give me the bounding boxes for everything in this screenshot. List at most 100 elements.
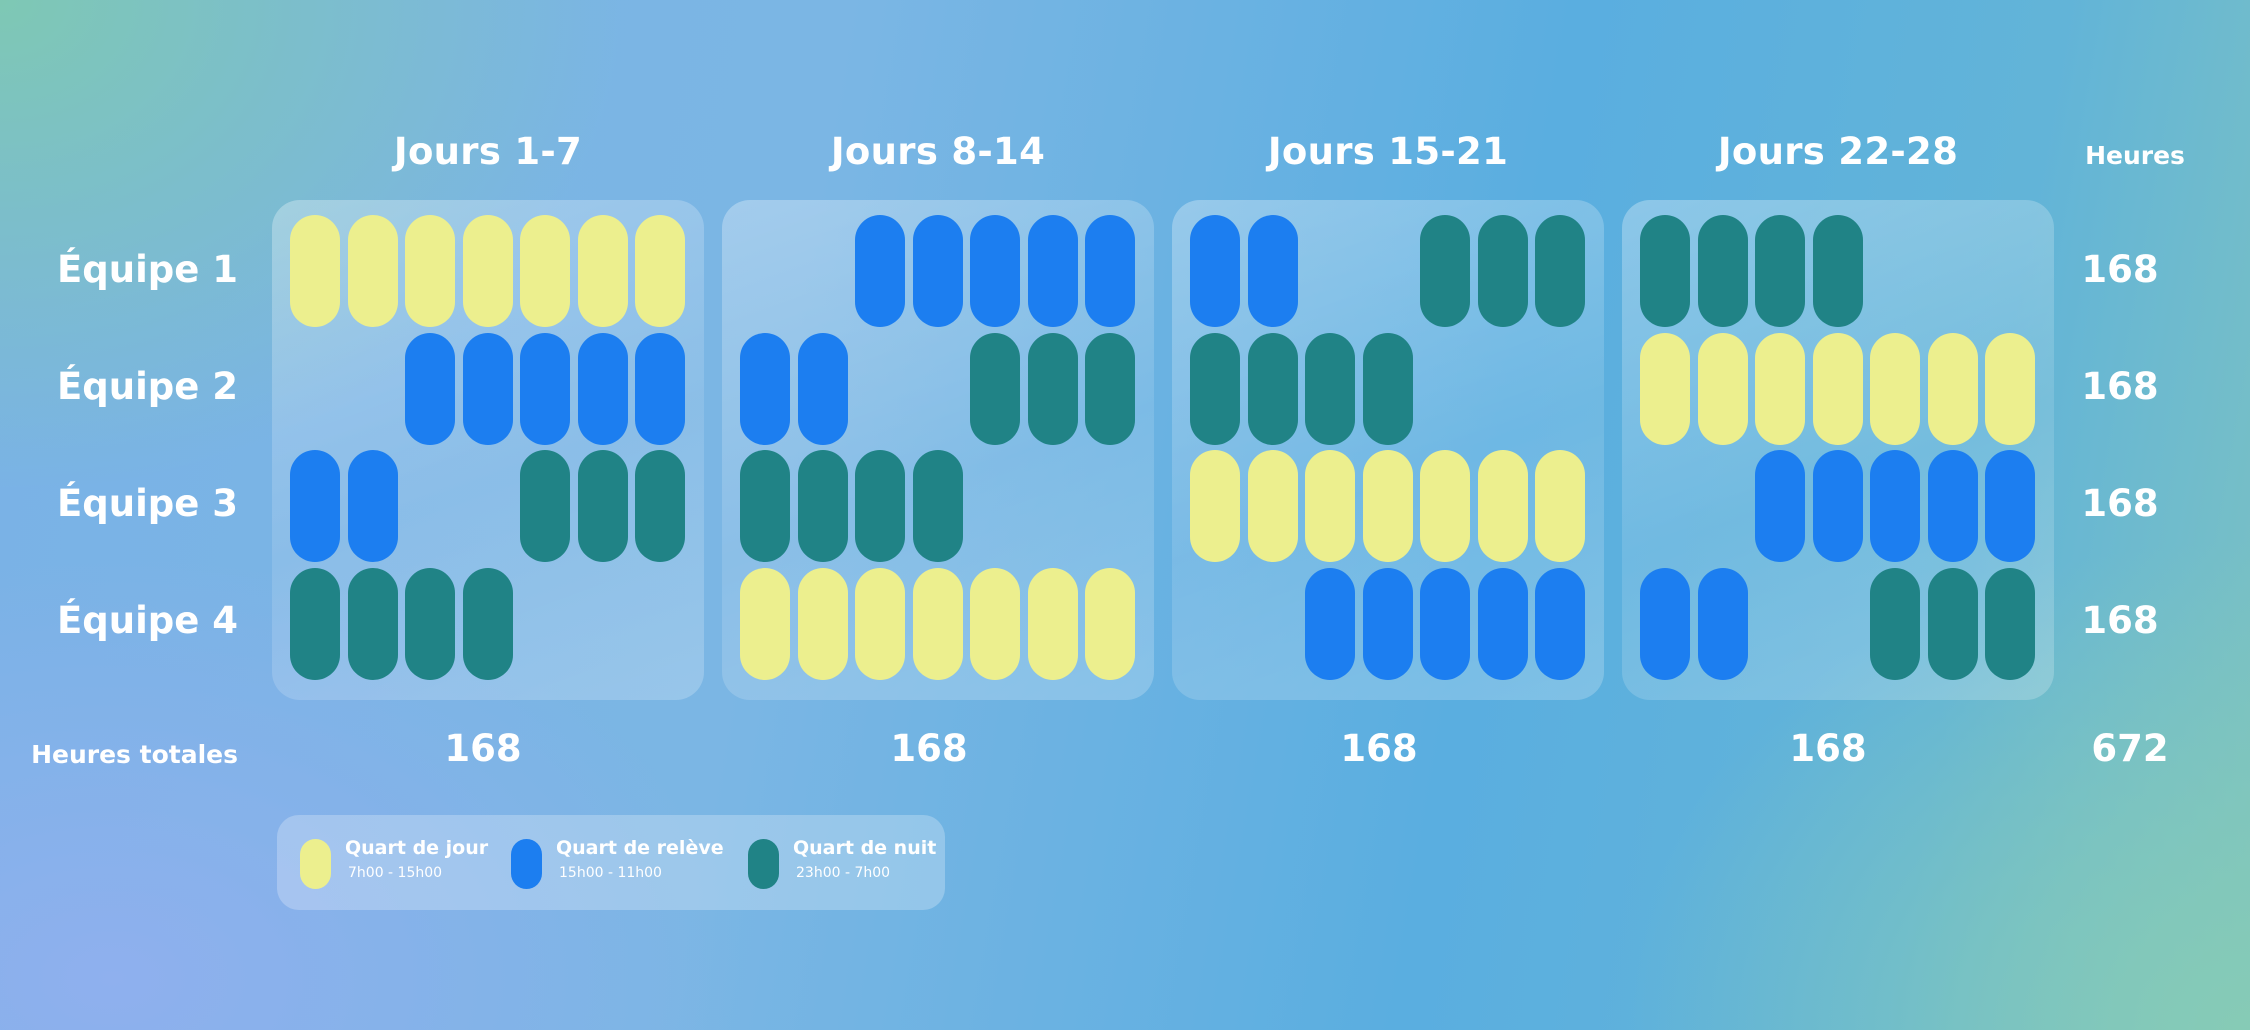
legend-name-day: Quart de jour	[345, 837, 489, 859]
shift-night-p3-t1-d7	[1535, 215, 1585, 327]
legend-swatch-day	[300, 839, 331, 889]
period-header-1: Jours 1-7	[393, 130, 583, 173]
shift-relief-p1-t2-d3	[405, 332, 455, 445]
shift-night-p2-t2-d6	[1027, 332, 1078, 445]
period-total-2: 168	[890, 727, 968, 770]
legend-time-relief: 15h00 - 11h00	[559, 865, 662, 881]
shift-relief-p1-t2-d5	[520, 332, 570, 445]
shift-relief-p4-t4-d1	[1640, 567, 1690, 680]
schedule-panel-1	[272, 200, 704, 700]
schedule-panel-3	[1172, 200, 1604, 700]
shift-day-p3-t3-d1	[1190, 450, 1240, 562]
shift-night-p3-t1-d5	[1420, 215, 1470, 327]
shift-relief-p4-t3-d6	[1927, 450, 1978, 562]
shift-night-p4-t4-d7	[1985, 567, 2035, 680]
period-total-4: 168	[1789, 727, 1867, 770]
shift-day-p1-t1-d3	[405, 215, 455, 327]
shift-night-p2-t2-d5	[970, 332, 1020, 445]
shift-night-p1-t3-d7	[635, 450, 685, 562]
shift-night-p4-t1-d3	[1755, 215, 1805, 327]
shift-night-p3-t2-d2	[1247, 332, 1298, 445]
legend-name-relief: Quart de relève	[556, 837, 724, 859]
shift-night-p1-t4-d2	[347, 567, 398, 680]
shift-day-p3-t3-d2	[1247, 450, 1298, 562]
team-label-3: Équipe 3	[57, 482, 238, 525]
shift-day-p2-t4-d5	[970, 567, 1020, 680]
shift-day-p1-t1-d6	[577, 215, 628, 327]
shift-night-p4-t1-d1	[1640, 215, 1690, 327]
shift-day-p4-t2-d1	[1640, 332, 1690, 445]
shift-relief-p4-t4-d2	[1697, 567, 1748, 680]
shift-relief-p1-t2-d7	[635, 332, 685, 445]
shift-relief-p2-t1-d3	[855, 215, 905, 327]
period-total-1: 168	[444, 727, 522, 770]
shift-night-p2-t3-d1	[740, 450, 790, 562]
legend-swatch-night	[748, 839, 779, 889]
shift-night-p3-t2-d4	[1362, 332, 1413, 445]
shift-day-p1-t1-d1	[290, 215, 340, 327]
shift-night-p1-t3-d5	[520, 450, 570, 562]
shift-night-p1-t3-d6	[577, 450, 628, 562]
team-label-2: Équipe 2	[57, 365, 238, 408]
shift-day-p2-t4-d7	[1085, 567, 1135, 680]
shift-day-p3-t3-d7	[1535, 450, 1585, 562]
shift-relief-p3-t4-d3	[1305, 567, 1355, 680]
shift-day-p1-t1-d4	[462, 215, 513, 327]
team-label-4: Équipe 4	[57, 599, 238, 642]
shift-relief-p2-t2-d2	[797, 332, 848, 445]
shift-day-p4-t2-d7	[1985, 332, 2035, 445]
shift-day-p4-t2-d5	[1870, 332, 1920, 445]
shift-day-p3-t3-d5	[1420, 450, 1470, 562]
shift-relief-p2-t1-d7	[1085, 215, 1135, 327]
shift-day-p2-t4-d4	[912, 567, 963, 680]
shift-day-p4-t2-d6	[1927, 332, 1978, 445]
shift-night-p4-t4-d6	[1927, 567, 1978, 680]
shift-night-p2-t3-d2	[797, 450, 848, 562]
period-header-4: Jours 22-28	[1717, 130, 1959, 173]
shift-relief-p3-t4-d5	[1420, 567, 1470, 680]
shift-relief-p3-t4-d4	[1362, 567, 1413, 680]
shift-relief-p4-t3-d3	[1755, 450, 1805, 562]
shift-day-p3-t3-d4	[1362, 450, 1413, 562]
legend-time-night: 23h00 - 7h00	[796, 865, 891, 881]
shift-day-p4-t2-d3	[1755, 332, 1805, 445]
shift-night-p2-t2-d7	[1085, 332, 1135, 445]
hours-column-header: Heures	[2085, 141, 2185, 170]
shift-day-p2-t4-d2	[797, 567, 848, 680]
shift-night-p4-t1-d2	[1697, 215, 1748, 327]
legend-swatch-relief	[511, 839, 542, 889]
total-hours-label: Heures totales	[31, 740, 238, 769]
shift-night-p3-t2-d3	[1305, 332, 1355, 445]
shift-night-p4-t4-d5	[1870, 567, 1920, 680]
legend-name-night: Quart de nuit	[793, 837, 937, 859]
legend-time-day: 7h00 - 15h00	[348, 865, 443, 881]
team-label-1: Équipe 1	[57, 248, 238, 291]
shift-day-p2-t4-d1	[740, 567, 790, 680]
shift-night-p4-t1-d4	[1812, 215, 1863, 327]
period-header-2: Jours 8-14	[830, 130, 1046, 173]
shift-day-p2-t4-d6	[1027, 567, 1078, 680]
shift-relief-p4-t3-d5	[1870, 450, 1920, 562]
shift-relief-p3-t4-d7	[1535, 567, 1585, 680]
team-hours-4: 168	[2081, 599, 2159, 642]
shift-day-p1-t1-d7	[635, 215, 685, 327]
shift-relief-p3-t4-d6	[1477, 567, 1528, 680]
shift-day-p4-t2-d4	[1812, 332, 1863, 445]
shift-relief-p4-t3-d4	[1812, 450, 1863, 562]
period-total-3: 168	[1340, 727, 1418, 770]
shift-day-p2-t4-d3	[855, 567, 905, 680]
shift-relief-p4-t3-d7	[1985, 450, 2035, 562]
team-hours-1: 168	[2081, 248, 2159, 291]
shift-relief-p3-t1-d1	[1190, 215, 1240, 327]
shift-day-p1-t1-d5	[520, 215, 570, 327]
shift-night-p3-t2-d1	[1190, 332, 1240, 445]
shift-night-p1-t4-d3	[405, 567, 455, 680]
shift-night-p3-t1-d6	[1477, 215, 1528, 327]
legend: Quart de jour 7h00 - 15h00 Quart de relè…	[277, 815, 945, 910]
shift-relief-p2-t1-d5	[970, 215, 1020, 327]
team-hours-3: 168	[2081, 482, 2159, 525]
team-hours-2: 168	[2081, 365, 2159, 408]
period-header-3: Jours 15-21	[1267, 130, 1509, 173]
grand-total: 672	[2091, 727, 2169, 770]
shift-relief-p1-t2-d6	[577, 332, 628, 445]
